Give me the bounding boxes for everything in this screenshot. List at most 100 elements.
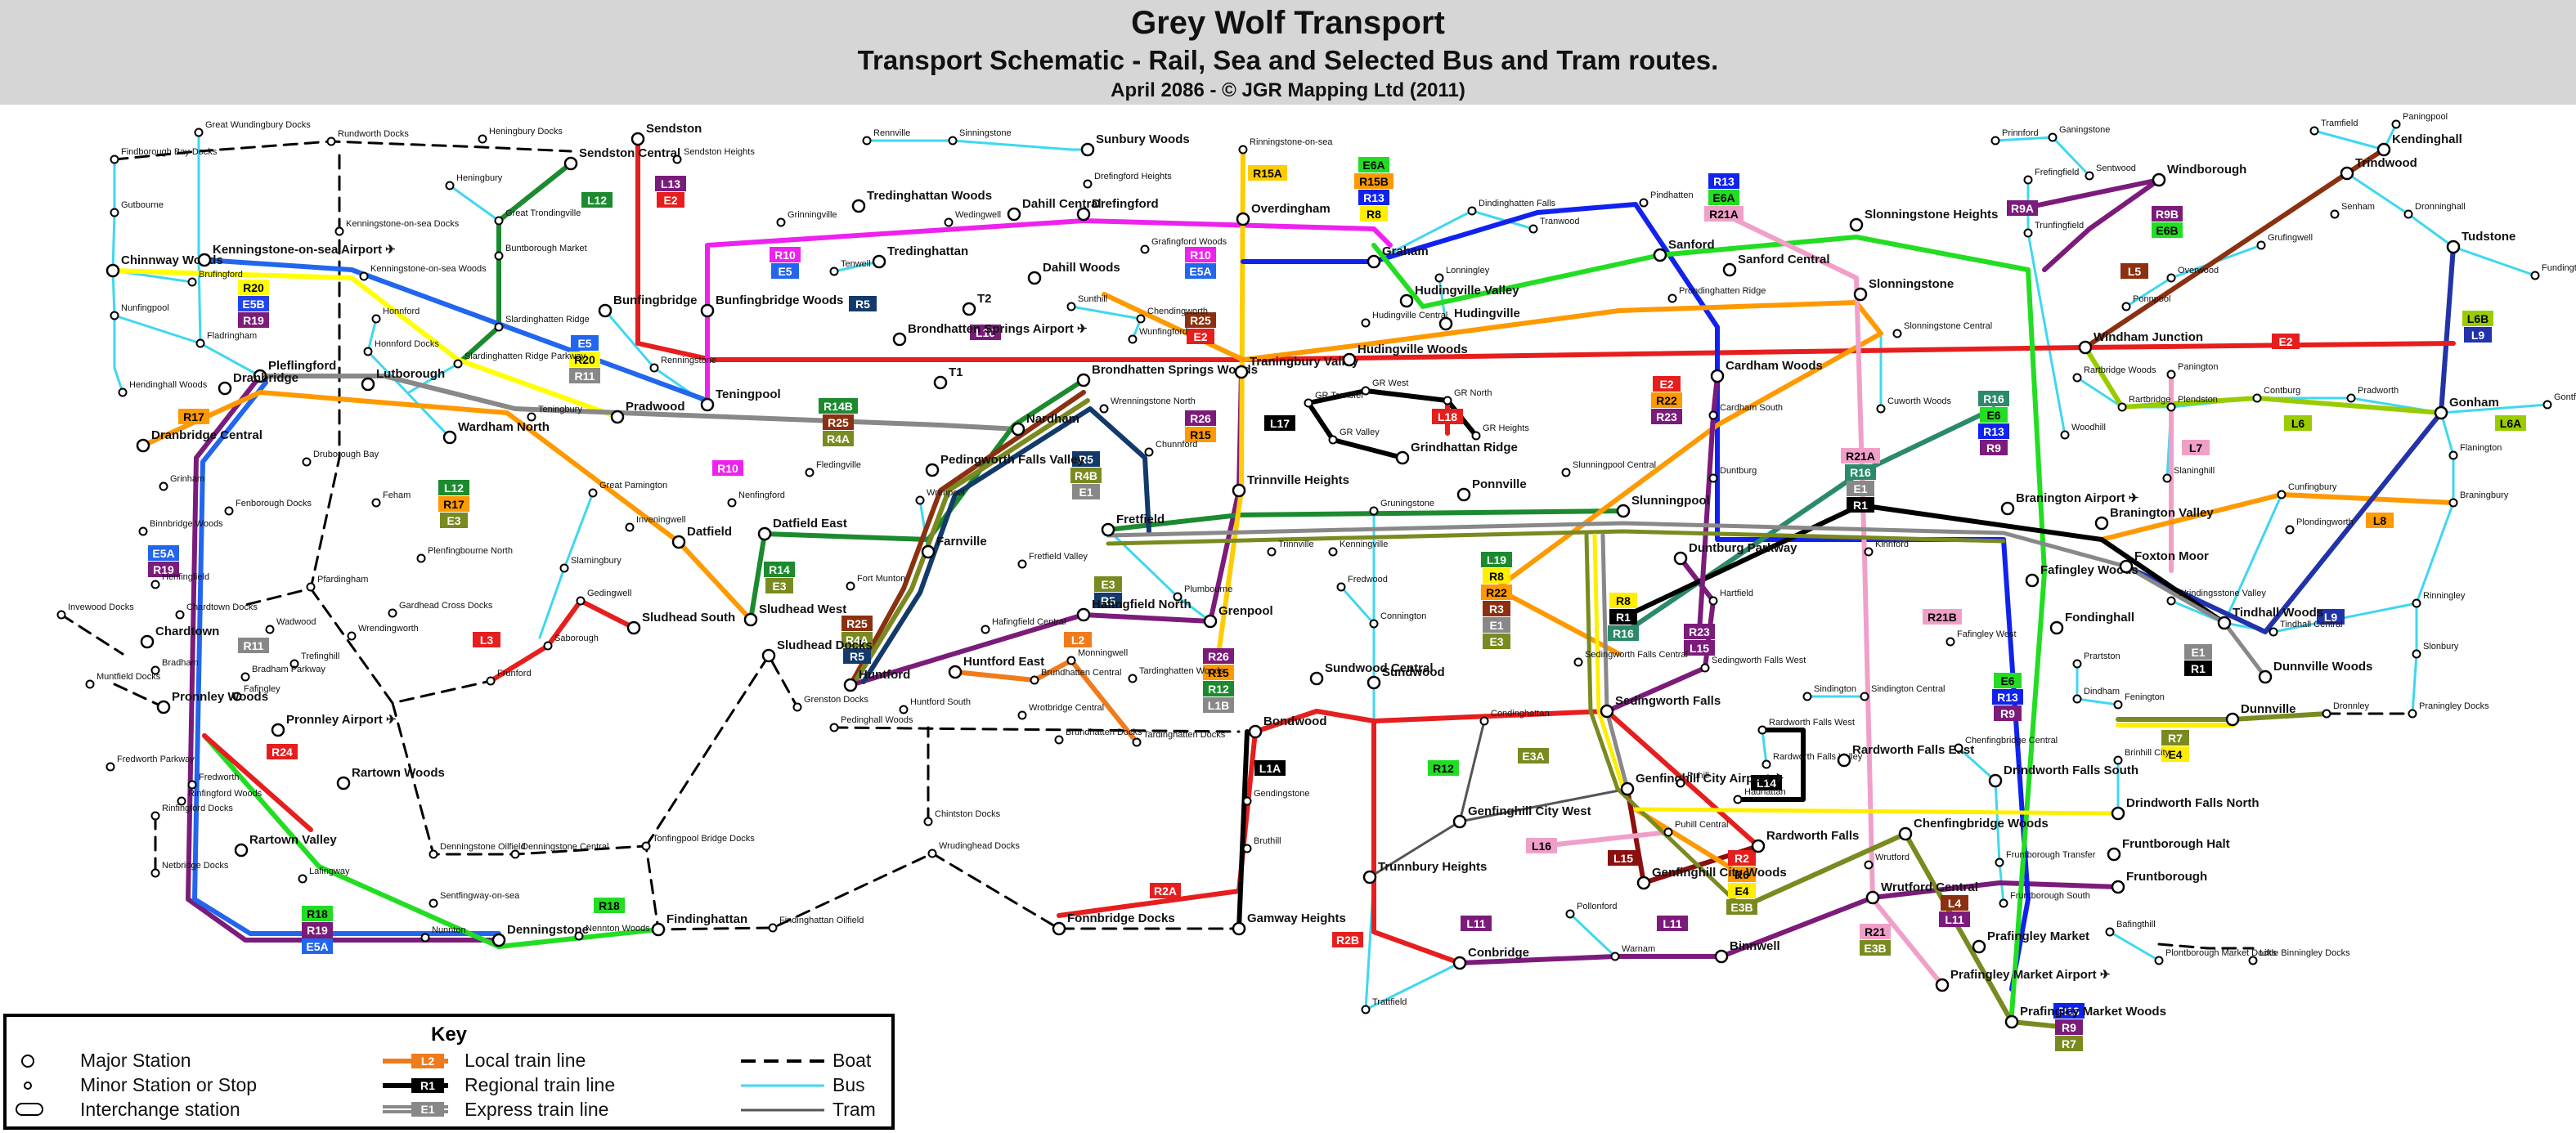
station-sludhead-south[interactable]: Sludhead South (626, 611, 735, 635)
station-gruningstone[interactable]: Gruningstone (1369, 499, 1435, 516)
station-sunthill[interactable]: Sunthill (1066, 294, 1108, 311)
station-fruntborough-halt[interactable]: Fruntborough Halt (2107, 837, 2230, 862)
station-fafingley-woods[interactable]: Fafingley Woods (2025, 563, 2138, 588)
station-wrudinghead-docks[interactable]: Wrudinghead Docks (927, 841, 1021, 858)
station-druborough-bay[interactable]: Druborough Bay (302, 450, 379, 467)
station-tramfield[interactable]: Tramfield (2309, 119, 2358, 136)
station-chendingworth[interactable]: Chendingworth (1136, 307, 1209, 324)
station-dranbridge-central[interactable]: Dranbridge Central (136, 428, 263, 453)
station-dindham[interactable]: Dindham (2072, 687, 2120, 704)
station-tranwood[interactable]: Tranwood (1528, 217, 1580, 234)
station-frefingfield[interactable]: Frefingfield (2023, 168, 2080, 185)
station-sentfingway-on-sea[interactable]: Sentfingway-on-sea (429, 891, 521, 908)
station-brufingford[interactable]: Brufingford (187, 270, 243, 287)
station-chinnway-woods[interactable]: Chinnway Woods (105, 253, 223, 278)
station-gontford[interactable]: Gontford (2542, 392, 2576, 410)
station-fondinghall[interactable]: Fondinghall (2049, 611, 2134, 635)
station-plumbourne[interactable]: Plumbourne (1173, 584, 1233, 602)
station-gr-valley[interactable]: GR Valley (1328, 428, 1380, 445)
station-prondinghatten-ridge[interactable]: Prondinghatten Ridge (1667, 286, 1766, 303)
station-wrenningstone-north[interactable]: Wrenningstone North (1099, 396, 1196, 414)
station-huntford-east[interactable]: Huntford East (948, 655, 1044, 679)
station-denningstone-oilfield[interactable]: Denningstone Oilfield (429, 842, 526, 859)
station-tredinghattan-woods[interactable]: Tredinghattan Woods (851, 189, 992, 213)
station-chenfingbridge-central[interactable]: Chenfingbridge Central (1954, 736, 2058, 753)
station-warnam[interactable]: Warnam (1610, 944, 1656, 961)
station-fenborough-docks[interactable]: Fenborough Docks (224, 499, 312, 516)
station-nunfingpool[interactable]: Nunfingpool (110, 303, 169, 320)
station-grinham[interactable]: Grinham (159, 474, 205, 491)
station-gendingstone[interactable]: Gendingstone (1242, 789, 1310, 806)
station-gr-west[interactable]: GR West (1361, 378, 1409, 396)
station-paningpool[interactable]: Paningpool (2391, 112, 2448, 129)
station-puhill[interactable]: Puhill (1676, 771, 1709, 788)
station-brundhatten-docks[interactable]: Brundhatten Docks (1054, 728, 1143, 745)
station-pronnley-woods[interactable]: Pronnley Woods (156, 690, 268, 714)
station-bondwood[interactable]: Bondwood (1248, 714, 1326, 739)
station-plendston[interactable]: Plendston (2166, 395, 2218, 412)
station-sedingworth-falls-central[interactable]: Sedingworth Falls Central (1573, 650, 1688, 667)
station-slardinghatten-ridge[interactable]: Slardinghatten Ridge (494, 315, 590, 332)
station-teningbury[interactable]: Teningbury (527, 405, 583, 422)
station-brundhatten-central[interactable]: Brundhatten Central (1030, 668, 1122, 685)
station-windborough[interactable]: Windborough (2152, 163, 2246, 187)
station-sunbury-woods[interactable]: Sunbury Woods (1080, 132, 1190, 157)
station-sanford-central[interactable]: Sanford Central (1722, 253, 1830, 277)
station-datfield[interactable]: Datfield (671, 525, 732, 549)
station-wrutford-central[interactable]: Wrutford Central (1865, 880, 1978, 905)
station-tenwell[interactable]: Tenwell (829, 259, 871, 276)
station-nardham[interactable]: Nardham (1011, 412, 1079, 437)
station-flanington[interactable]: Flanington (2448, 443, 2502, 460)
station-grenpool[interactable]: Grenpool (1203, 604, 1273, 629)
station-trattfield[interactable]: Trattfield (1361, 997, 1407, 1014)
station-teningpool[interactable]: Teningpool (700, 387, 781, 412)
station-fledingville[interactable]: Fledingville (805, 460, 862, 477)
station-chardtown-docks[interactable]: Chardtown Docks (175, 602, 258, 620)
station-hartfield[interactable]: Hartfield (1708, 589, 1753, 606)
station-rinfingford-woods[interactable]: Rinfingford Woods (177, 789, 263, 806)
station-hafingfield-north[interactable]: Hafingfield North (1076, 598, 1192, 622)
station-trinnville-heights[interactable]: Trinnville Heights (1232, 473, 1349, 498)
station-ganingstone[interactable]: Ganingstone (2048, 125, 2111, 142)
station-ponnpool[interactable]: Ponnpool (2121, 294, 2171, 311)
station-chintston-docks[interactable]: Chintston Docks (923, 809, 1001, 826)
station-slunningpool[interactable]: Slunningpool (1616, 494, 1710, 518)
station-brondhatten-springs-airport[interactable]: Brondhatten Springs Airport ✈ (892, 322, 1088, 347)
station-slunningpool-central[interactable]: Slunningpool Central (1561, 460, 1657, 477)
station-rinfingford-docks[interactable]: Rinfingford Docks (150, 804, 234, 821)
station-wardham-north[interactable]: Wardham North (442, 420, 550, 445)
station-sendston-heights[interactable]: Sendston Heights (672, 147, 756, 164)
station-pollonford[interactable]: Pollonford (1565, 902, 1618, 919)
station-sludhead-west[interactable]: Sludhead West (743, 602, 846, 627)
station-pleflingford[interactable]: Pleflingford (253, 359, 336, 383)
station-wrindingsstone-valley[interactable]: Wrindingsstone Valley (2166, 589, 2267, 606)
station-heningbury-docks[interactable]: Heningbury Docks (478, 127, 563, 144)
station-branington-valley[interactable]: Branington Valley (2094, 506, 2214, 531)
station-wrutford[interactable]: Wrutford (1864, 853, 1910, 870)
station-overwood[interactable]: Overwood (2166, 266, 2219, 283)
station-fafingley-west[interactable]: Fafingley West (1945, 629, 2017, 647)
station-rartbridge-woods[interactable]: Rartbridge Woods (2072, 365, 2156, 383)
station-grafingford-woods[interactable]: Grafingford Woods (1140, 237, 1227, 254)
station-cardham-south[interactable]: Cardham South (1708, 403, 1784, 420)
station-hudingville[interactable]: Hudingville (1438, 307, 1520, 331)
station-bradham-parkway[interactable]: Bradham Parkway (240, 665, 326, 682)
station-fredwood[interactable]: Fredwood (1336, 575, 1388, 592)
station-invewood-docks[interactable]: Invewood Docks (56, 602, 135, 620)
station-cunfingbury[interactable]: Cunfingbury (2277, 482, 2337, 499)
station-rardworth-falls-east[interactable]: Rardworth Falls East (1837, 743, 1974, 768)
station-sanford[interactable]: Sanford (1653, 238, 1715, 262)
station-sinningstone[interactable]: Sinningstone (948, 128, 1012, 146)
station-grenston-docks[interactable]: Grenston Docks (792, 695, 869, 712)
station-monningwell[interactable]: Monningwell (1066, 648, 1129, 665)
station-frunford[interactable]: Frunford (486, 669, 532, 686)
station-fundington[interactable]: Fundington (2530, 263, 2576, 280)
station-brinhill-city[interactable]: Brinhill City (2113, 748, 2170, 765)
station-dahill-woods[interactable]: Dahill Woods (1027, 261, 1120, 285)
station-pradwood[interactable]: Pradwood (610, 400, 685, 424)
station-sindington-central[interactable]: Sindington Central (1860, 684, 1945, 701)
station-fruntborough[interactable]: Fruntborough (2111, 870, 2207, 894)
station-rinningley[interactable]: Rinningley (2412, 591, 2466, 608)
station-nenfingford[interactable]: Nenfingford (727, 490, 785, 508)
station-dranbridge[interactable]: Dranbridge (218, 371, 298, 396)
